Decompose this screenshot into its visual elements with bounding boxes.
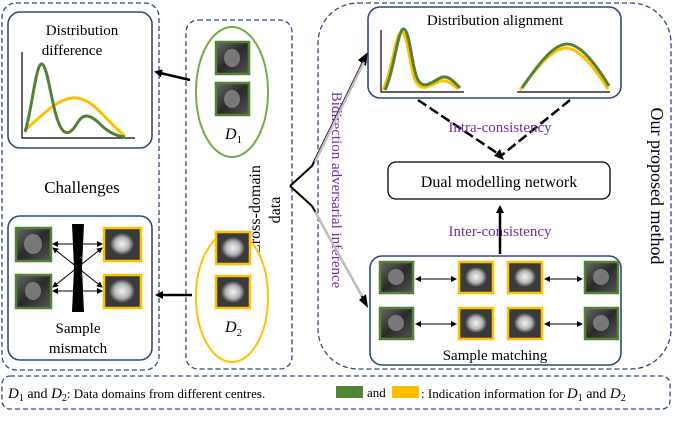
d2-scans [214, 230, 252, 310]
sample-mismatch-label-2: mismatch [49, 341, 108, 357]
branch-arrows [289, 59, 365, 301]
challenges-group [1, 2, 160, 371]
dual-modelling-network-label: Dual modelling network [421, 174, 577, 191]
legend-bar [1, 375, 671, 410]
legend-indication-text: : Indication information for D1 and D2 [421, 386, 626, 404]
bidirection-label: Bidirection adversarial inference [328, 92, 344, 289]
dd-green-curve [23, 62, 126, 139]
distribution-difference-label-2: difference [42, 43, 103, 59]
cross-domain-group [185, 19, 293, 370]
d1-scans [214, 40, 251, 117]
d2-label: D2 [224, 319, 242, 339]
matching-arrows [415, 276, 583, 327]
da-green-curve-2 [520, 42, 611, 89]
intra-consistency-label: Intra-consistency [448, 120, 552, 136]
intra-arrows [417, 98, 571, 157]
legend-domains-text: D1 and D2: Data domains from different c… [7, 386, 265, 404]
challenges-heading: Challenges [44, 178, 120, 197]
dd-yellow-curve [24, 96, 126, 138]
sample-matching-label: Sample matching [443, 348, 548, 364]
dd-axes [21, 52, 135, 139]
mismatch-d2-scans [102, 226, 143, 310]
da-green-curve-1 [383, 27, 462, 91]
dual-modelling-network-box [387, 161, 611, 200]
matching-d2-scans [457, 260, 544, 341]
method-heading: Our proposed method [647, 108, 667, 265]
sample-mismatch-label-1: Sample [56, 321, 101, 337]
legend-yellow-swatch [392, 386, 419, 398]
sample-matching-box [369, 255, 622, 366]
legend-green-swatch [336, 386, 363, 398]
method-group [317, 2, 672, 370]
d1-label: D1 [224, 126, 242, 146]
mismatch-x-icon [72, 224, 84, 312]
distribution-difference-label-1: Distribution [46, 23, 119, 39]
mismatch-d1-scans [14, 226, 53, 310]
arrow-to-distribution-difference [154, 69, 191, 82]
legend-and-text: and [367, 385, 386, 400]
matching-d1-scans [378, 260, 620, 341]
distribution-alignment-box [367, 6, 622, 99]
da-axes [380, 30, 464, 93]
distribution-alignment-label: Distribution alignment [427, 13, 564, 29]
